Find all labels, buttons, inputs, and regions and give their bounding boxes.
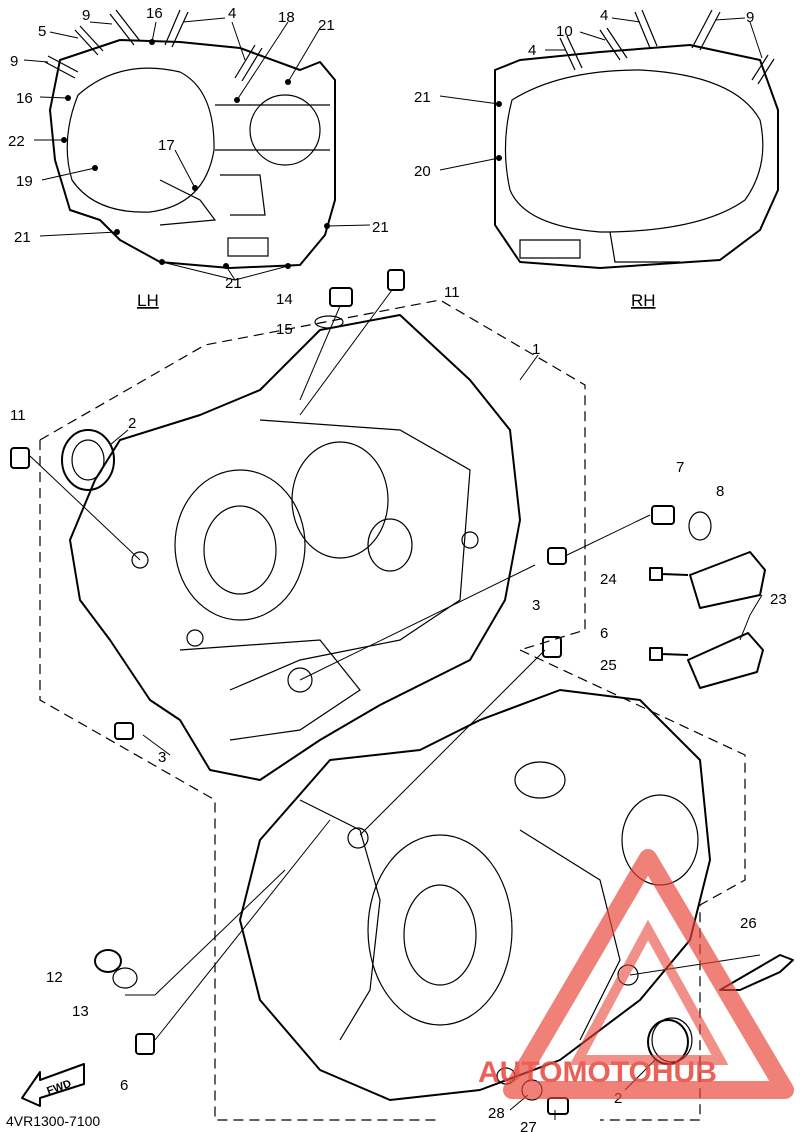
callout-25: 25 [600,657,617,674]
callout-21: 21 [225,275,242,292]
callout-16: 16 [146,5,163,22]
callout-18: 18 [278,9,295,26]
callout-11: 11 [10,407,26,424]
callout-22: 22 [8,133,25,150]
callout-3: 3 [532,597,540,614]
callout-15: 15 [276,321,293,338]
callout-27: 27 [520,1119,537,1132]
callout-9: 9 [746,9,754,26]
callout-2: 2 [128,415,136,432]
right-side-label: RH [631,291,656,310]
callout-labels: 1 2 2 3 3 4 4 4 5 6 6 7 8 9 9 9 10 11 11… [8,5,787,1132]
callout-4: 4 [528,42,536,59]
callout-8: 8 [716,483,724,500]
crankcase-right-half [239,689,711,1101]
fwd-label: FWD [45,1078,73,1098]
callout-6: 6 [120,1077,128,1094]
callout-21: 21 [14,229,31,246]
callout-10: 10 [556,23,573,40]
assembly-boundary-1 [39,299,746,1121]
callout-19: 19 [16,173,33,190]
callout-3: 3 [158,749,166,766]
diagram-code: 4VR1300-7100 [6,1113,100,1129]
callout-6: 6 [600,625,608,642]
watermark-text: AUTOMOTOHUB [478,1056,717,1089]
callout-1: 1 [532,341,540,358]
callout-16: 16 [16,90,33,107]
callout-26: 26 [740,915,757,932]
lh-crankcase-gasket [44,9,336,269]
callout-14: 14 [276,291,293,308]
leader-lines [23,17,763,1120]
callout-20: 20 [414,163,431,180]
callout-28: 28 [488,1105,505,1122]
left-side-label: LH [137,291,159,310]
callout-13: 13 [72,1003,89,1020]
callout-9: 9 [10,53,18,70]
callout-4: 4 [228,5,236,22]
callout-21: 21 [372,219,389,236]
callout-21: 21 [318,17,335,34]
callout-17: 17 [158,137,175,154]
callout-5: 5 [38,23,46,40]
forward-arrow-icon: FWD [21,1063,85,1107]
small-parts [10,269,794,1115]
callout-9: 9 [82,7,90,24]
callout-4: 4 [600,7,608,24]
watermark-logo: AUTOMOTOHUB [478,849,794,1099]
crankcase-left-half [69,314,521,781]
callout-11: 11 [444,284,460,301]
callout-12: 12 [46,969,63,986]
callout-7: 7 [676,459,684,476]
callout-23: 23 [770,591,787,608]
callout-21: 21 [414,89,431,106]
rh-crankcase-gasket [494,9,779,269]
callout-24: 24 [600,571,617,588]
